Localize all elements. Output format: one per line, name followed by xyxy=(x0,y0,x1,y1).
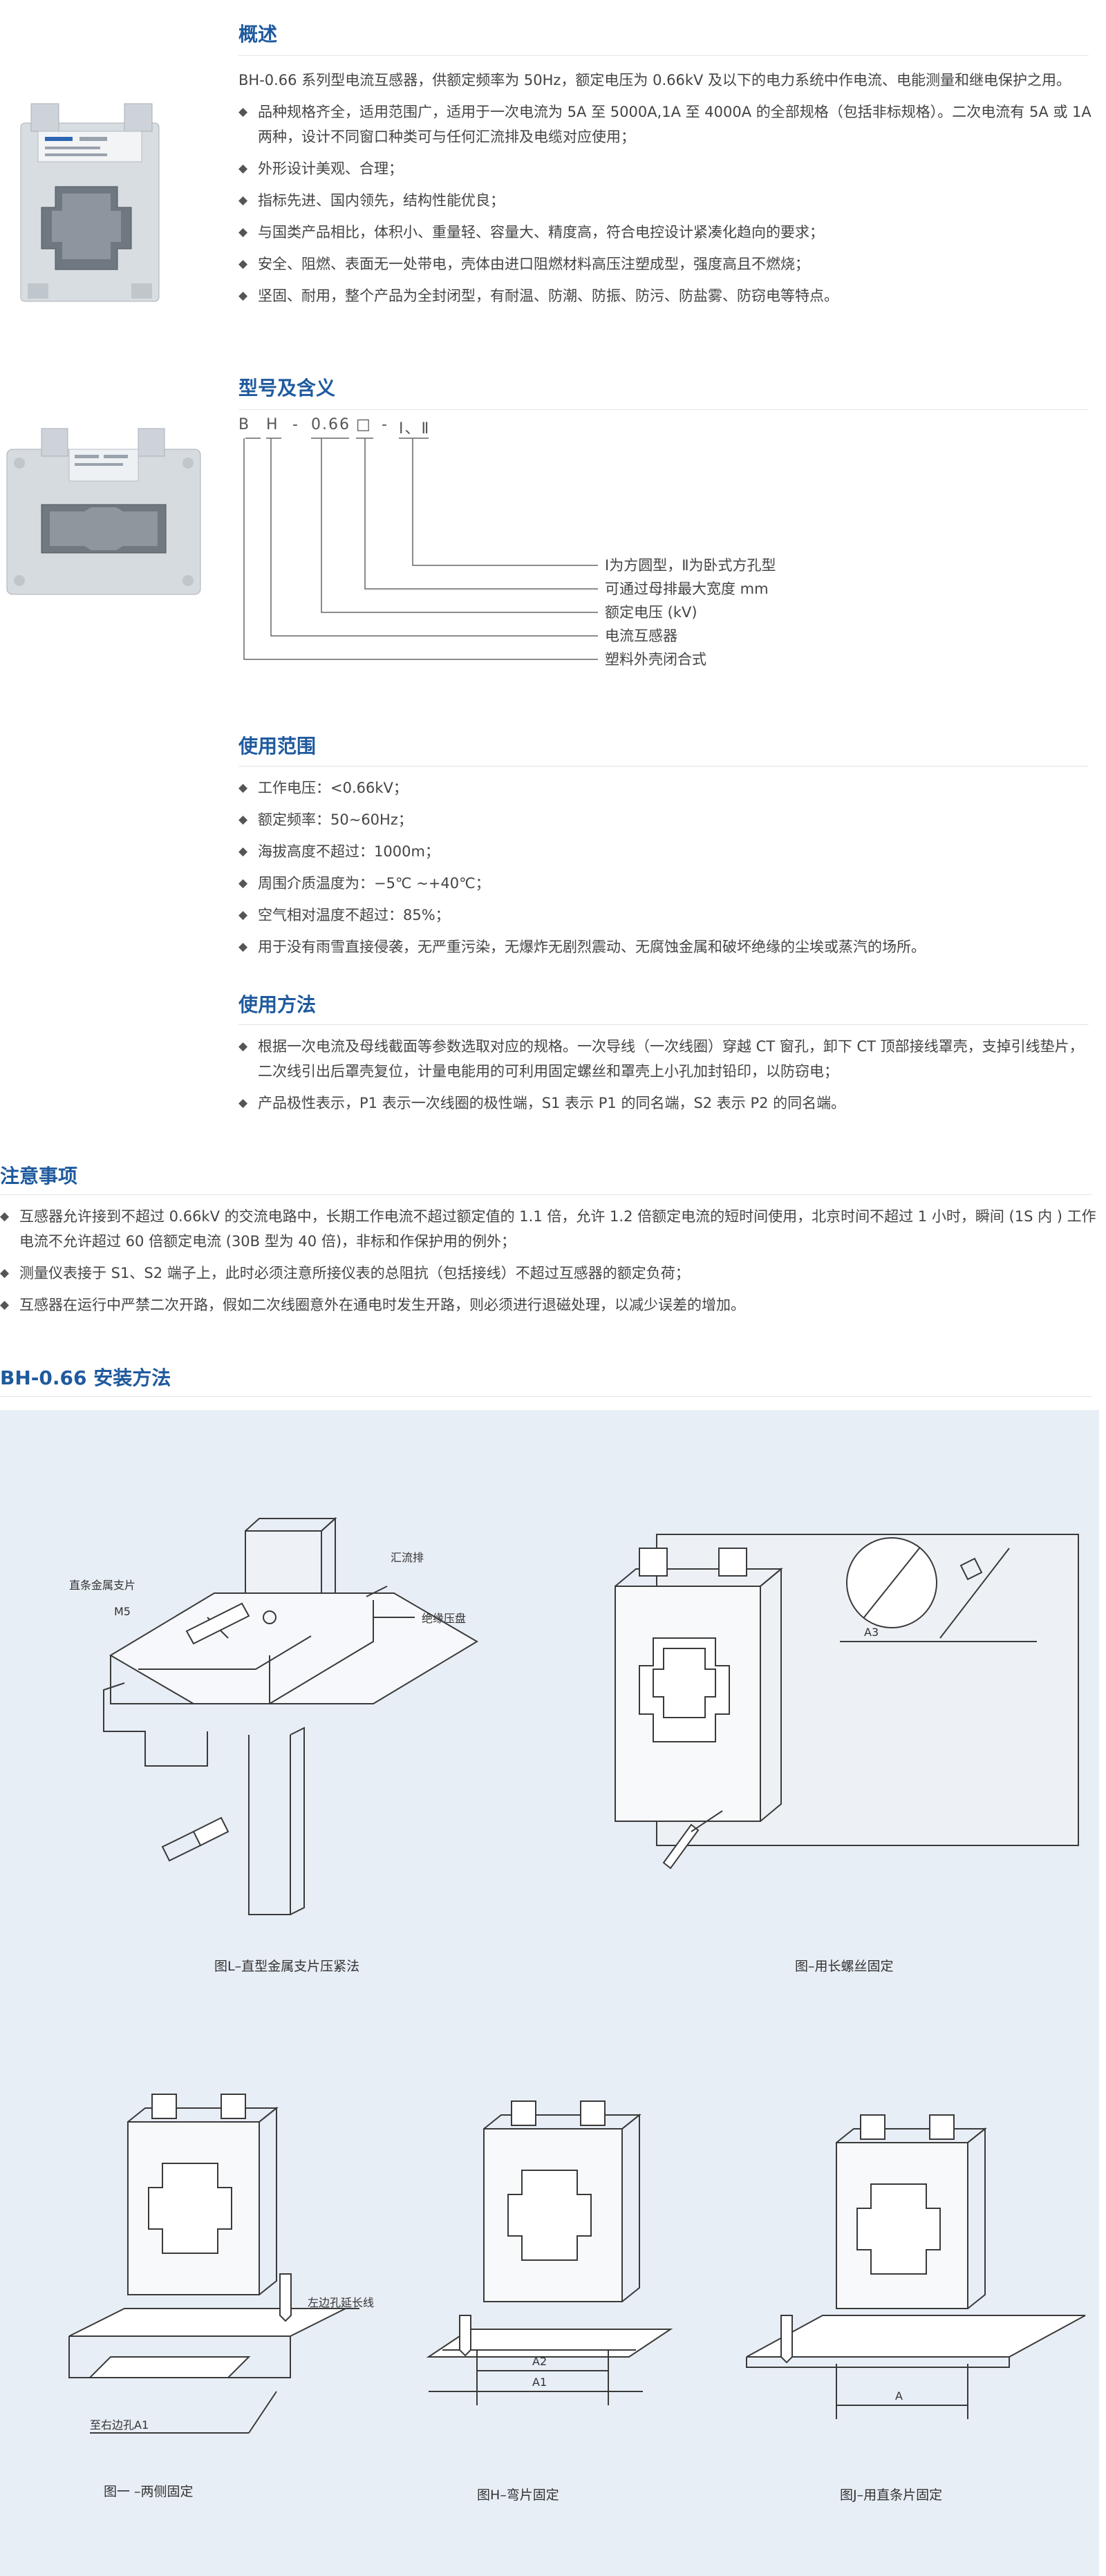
fig-l-caption: 图L–直型金属支片压紧法 xyxy=(214,1959,360,1974)
model-code-diagram: B H - 0.66 □ - Ⅰ、Ⅱ Ⅰ为方圆型，Ⅱ为卧式方孔型 可通过母排最大… xyxy=(238,416,776,679)
usage-title: 使用方法 xyxy=(238,990,316,1017)
fig-1-label-left: 左边孔延长线 xyxy=(308,2296,375,2309)
overview-intro: BH-0.66 系列型电流互感器，供额定频率为 50Hz，额定电压为 0.66k… xyxy=(238,72,1071,88)
scope-bullet: 海拔高度不超过：1000m； xyxy=(238,839,1092,864)
install-title: BH-0.66 安装方法 xyxy=(0,1363,171,1391)
overview-bullet: 与国类产品相比，体积小、重量轻、容量大、精度高，符合电控设计紧凑化趋向的要求； xyxy=(238,220,1092,245)
model-rule xyxy=(238,409,1089,410)
fig-l-label-plate: 绝缘压盘 xyxy=(422,1612,467,1625)
model-title: 型号及含义 xyxy=(238,373,335,401)
code-dash-1: - xyxy=(292,416,299,433)
usage-bullets: 根据一次电流及母线截面等参数选取对应的规格。一次导线（一次线圈）穿越 CT 窗孔… xyxy=(238,1034,1092,1116)
fig-l-label-busbar: 汇流排 xyxy=(391,1551,424,1564)
fig-screw-label-a3: A3 xyxy=(864,1626,879,1639)
code-width-box: □ xyxy=(356,416,372,433)
notes-body: 互感器允许接到不超过 0.66kV 的交流电路中，长期工作电流不超过额定值的 1… xyxy=(0,1204,1099,1324)
fig-l-drawing xyxy=(103,1516,478,1915)
fig-j-label-a: A xyxy=(895,2389,903,2403)
install-title-text: BH-0.66 安装方法 xyxy=(0,1366,171,1389)
fig-1-label-right: 至右边孔A1 xyxy=(90,2418,149,2432)
legend-type: Ⅰ为方圆型，Ⅱ为卧式方孔型 xyxy=(605,557,776,574)
overview-bullet: 安全、阻燃、表面无一处带电，壳体由进口阻燃材料高压注塑成型，强度高且不燃烧； xyxy=(238,252,1092,276)
code-voltage: 0.66 xyxy=(311,416,350,433)
install-diagram-panel: 直条金属支片 汇流排 绝缘压盘 M5 图L–直型金属支片压紧法 A3 图–用长螺… xyxy=(0,1410,1099,2576)
fig-h-drawing xyxy=(426,2100,673,2405)
overview-bullets: 品种规格齐全，适用范围广，适用于一次电流为 5A 至 5000A,1A 至 40… xyxy=(238,100,1092,308)
install-rule xyxy=(0,1396,1092,1397)
legend-shell: 塑料外壳闭合式 xyxy=(605,651,706,668)
overview-title-text: 概述 xyxy=(238,23,278,46)
model-leader-lines xyxy=(243,438,598,660)
overview-bullet: 外形设计美观、合理； xyxy=(238,156,1092,181)
scope-bullet: 空气相对温度不超过：85%； xyxy=(238,903,1092,928)
fig-h-label-a1: A1 xyxy=(532,2376,547,2389)
overview-body: BH-0.66 系列型电流互感器，供额定频率为 50Hz，额定电压为 0.66k… xyxy=(238,68,1092,315)
notes-bullet: 互感器允许接到不超过 0.66kV 的交流电路中，长期工作电流不超过额定值的 1… xyxy=(0,1204,1099,1254)
fig-screw-drawing xyxy=(615,1534,1079,1870)
scope-bullet: 工作电压：<0.66kV； xyxy=(238,775,1092,800)
scope-body: 工作电压：<0.66kV； 额定频率：50~60Hz； 海拔高度不超过：1000… xyxy=(238,775,1092,966)
legend-width: 可通过母排最大宽度 mm xyxy=(605,581,769,597)
overview-bullet: 品种规格齐全，适用范围广，适用于一次电流为 5A 至 5000A,1A 至 40… xyxy=(238,100,1092,149)
notes-title: 注意事项 xyxy=(0,1161,77,1189)
code-dash-2: - xyxy=(382,416,388,433)
install-line-drawings xyxy=(68,1516,1086,2434)
model-title-text: 型号及含义 xyxy=(238,377,336,399)
usage-rule xyxy=(238,1024,1089,1025)
overview-title: 概述 xyxy=(238,19,277,47)
legend-voltage: 额定电压 (kV) xyxy=(605,604,697,621)
fig-h-caption: 图H–弯片固定 xyxy=(477,2488,559,2503)
scope-bullet: 额定频率：50~60Hz； xyxy=(238,807,1092,832)
fig-l-label-strip: 直条金属支片 xyxy=(69,1579,136,1592)
scope-title: 使用范围 xyxy=(238,731,316,759)
fig-j-caption: 图J–用直条片固定 xyxy=(840,2488,943,2503)
code-letter-b: B xyxy=(238,416,251,433)
scope-bullet: 用于没有雨雪直接侵袭，无严重污染，无爆炸无剧烈震动、无腐蚀金属和破坏绝缘的尘埃或… xyxy=(238,934,1092,959)
usage-title-text: 使用方法 xyxy=(238,993,317,1016)
legend-ct: 电流互感器 xyxy=(605,628,677,644)
fig-h-label-a2: A2 xyxy=(532,2355,547,2368)
fig-l-label-m5: M5 xyxy=(114,1605,131,1618)
fig-1-drawing xyxy=(68,2094,359,2434)
scope-bullet: 周围介质温度为：−5℃ ~+40℃； xyxy=(238,871,1092,896)
notes-rule xyxy=(0,1194,1092,1195)
scope-title-text: 使用范围 xyxy=(238,735,317,758)
scope-bullets: 工作电压：<0.66kV； 额定频率：50~60Hz； 海拔高度不超过：1000… xyxy=(238,775,1092,959)
code-letter-h: H xyxy=(266,416,279,433)
usage-bullet: 产品极性表示，P1 表示一次线圈的极性端，S1 表示 P1 的同名端，S2 表示… xyxy=(238,1091,1092,1116)
notes-title-text: 注意事项 xyxy=(0,1165,78,1187)
fig-screw-caption: 图–用长螺丝固定 xyxy=(795,1959,894,1974)
product-photo-square-ct xyxy=(7,97,169,311)
notes-bullet: 测量仪表接于 S1、S2 端子上，此时必须注意所接仪表的总阻抗（包括接线）不超过… xyxy=(0,1261,1099,1286)
scope-rule xyxy=(238,766,1089,767)
notes-bullets: 互感器允许接到不超过 0.66kV 的交流电路中，长期工作电流不超过额定值的 1… xyxy=(0,1204,1099,1317)
code-type: Ⅰ、Ⅱ xyxy=(399,420,431,438)
fig-j-drawing xyxy=(746,2114,1086,2419)
overview-bullet: 指标先进、国内领先，结构性能优良； xyxy=(238,188,1092,213)
usage-bullet: 根据一次电流及母线截面等参数选取对应的规格。一次导线（一次线圈）穿越 CT 窗孔… xyxy=(238,1034,1092,1084)
overview-bullet: 坚固、耐用，整个产品为全封闭型，有耐温、防潮、防振、防污、防盐雾、防窃电等特点。 xyxy=(238,283,1092,308)
fig-1-caption: 图一 –两侧固定 xyxy=(104,2484,194,2499)
usage-body: 根据一次电流及母线截面等参数选取对应的规格。一次导线（一次线圈）穿越 CT 窗孔… xyxy=(238,1034,1092,1122)
product-photo-wide-ct xyxy=(0,408,207,601)
notes-bullet: 互感器在运行中严禁二次开路，假如二次线圈意外在通电时发生开路，则必须进行退磁处理… xyxy=(0,1292,1099,1317)
overview-rule xyxy=(238,55,1089,56)
